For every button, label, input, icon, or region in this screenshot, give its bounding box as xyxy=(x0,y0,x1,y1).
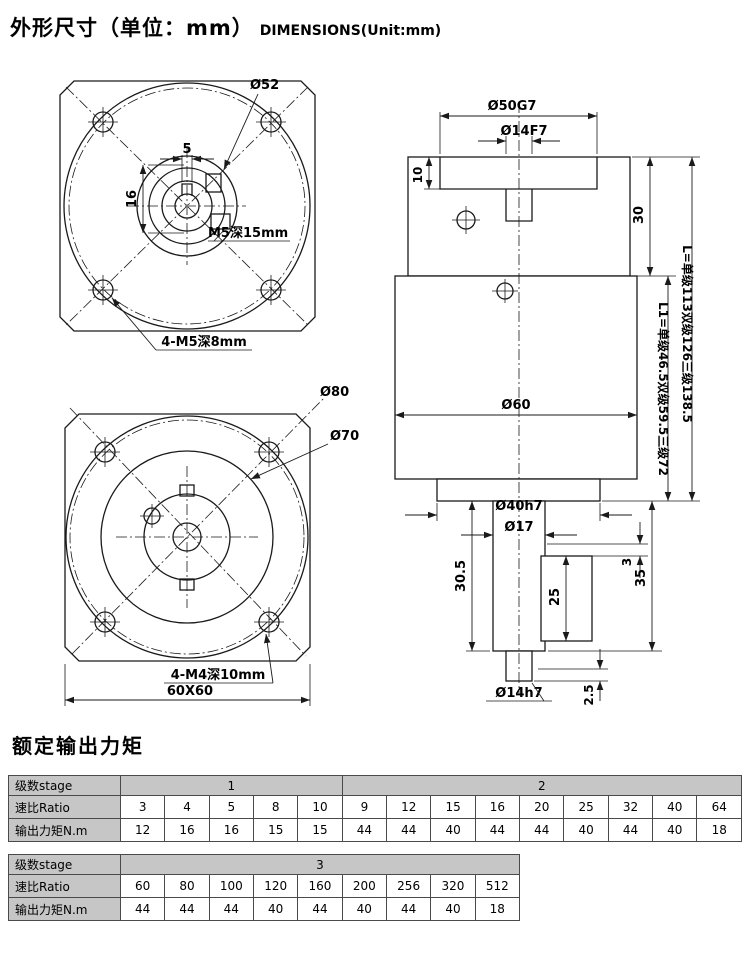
ratio-cell: 4 xyxy=(164,795,210,819)
ratio-row-label: 速比Ratio xyxy=(8,795,121,819)
key-height-label: 16 xyxy=(125,190,140,208)
depth10-label: 10 xyxy=(411,167,425,184)
torque-cell: 15 xyxy=(253,818,299,842)
table-row-torque: 输出力矩N.m 12 16 16 15 15 44 44 40 44 44 40… xyxy=(8,818,742,842)
corner-tap-b-label: 4-M4深10mm xyxy=(171,667,266,683)
torque-row-label: 输出力矩N.m xyxy=(8,897,121,921)
dia14h7-label: Ø14h7 xyxy=(495,686,542,701)
torque-cell: 44 xyxy=(119,897,166,921)
table-row-stage: 级数stage 3 xyxy=(8,854,520,875)
page-title-cn: 外形尺寸（单位：mm） xyxy=(10,16,254,40)
ratio-cell: 5 xyxy=(208,795,255,819)
front-view-bottom: Ø80 Ø70 4-M4深10mm 60X60 xyxy=(64,385,359,706)
ratio-cell: 64 xyxy=(696,795,742,819)
ratio-cell: 10 xyxy=(297,795,343,819)
ratio-cell: 40 xyxy=(652,795,698,819)
dia70-label: Ø70 xyxy=(330,429,359,444)
torque-cell: 40 xyxy=(430,897,476,921)
center-tap-label: M5深15mm xyxy=(208,225,288,241)
dimension-drawing: Ø52 5 16 M5深15mm 4-M5深8mm xyxy=(0,44,750,720)
torque-section-title: 额定输出力矩 xyxy=(12,734,144,758)
torque-cell: 18 xyxy=(696,818,742,842)
square-size-label: 60X60 xyxy=(167,684,213,699)
torque-cell: 44 xyxy=(474,818,521,842)
torque-table-2: 级数stage 3 速比Ratio 60 80 100 120 160 200 … xyxy=(8,854,521,921)
torque-table-1: 级数stage 1 2 速比Ratio 3 4 5 8 10 9 12 15 1… xyxy=(8,775,743,842)
ratio-cell: 60 xyxy=(119,874,166,898)
torque-row-label: 输出力矩N.m xyxy=(8,818,121,842)
torque-cell: 44 xyxy=(607,818,654,842)
torque-cell: 18 xyxy=(474,897,521,921)
total-length-label: L=单级113双级126三级138.5 xyxy=(680,245,695,423)
dia40h7-label: Ø40h7 xyxy=(495,499,542,514)
ratio-cell: 32 xyxy=(607,795,654,819)
page-title-en: DIMENSIONS(Unit:mm) xyxy=(259,23,442,39)
torque-cell: 44 xyxy=(208,897,254,921)
torque-cell: 40 xyxy=(563,818,609,842)
torque-cell: 40 xyxy=(341,897,387,921)
len305-label: 30.5 xyxy=(454,560,469,592)
ratio-cell: 256 xyxy=(385,874,432,898)
key-width-label: 5 xyxy=(182,142,191,157)
dia50g7-label: Ø50G7 xyxy=(488,99,537,114)
ratio-cell: 9 xyxy=(341,795,388,819)
gap3-label: 3 xyxy=(620,558,634,566)
len30-label: 30 xyxy=(632,206,647,224)
ratio-cell: 25 xyxy=(563,795,609,819)
torque-cell: 44 xyxy=(341,818,388,842)
ratio-cell: 512 xyxy=(474,874,521,898)
table-row-stage: 级数stage 1 2 xyxy=(8,775,743,796)
len35-label: 35 xyxy=(634,569,649,587)
ratio-cell: 8 xyxy=(253,795,299,819)
ratio-cell: 120 xyxy=(252,874,299,898)
torque-cell: 16 xyxy=(164,818,210,842)
ratio-cell: 100 xyxy=(208,874,254,898)
front-view-top: Ø52 5 16 M5深15mm 4-M5深8mm xyxy=(59,78,316,351)
torque-cell: 15 xyxy=(297,818,343,842)
stage-row-label: 级数stage xyxy=(8,854,121,875)
dia80-label: Ø80 xyxy=(320,385,349,400)
table-row-ratio: 速比Ratio 60 80 100 120 160 200 256 320 51… xyxy=(8,874,521,898)
ratio-cell: 12 xyxy=(386,795,432,819)
stage-group: 2 xyxy=(341,775,743,796)
dia60-label: Ø60 xyxy=(501,398,530,413)
ratio-cell: 20 xyxy=(519,795,565,819)
drawing-svg: Ø52 5 16 M5深15mm 4-M5深8mm xyxy=(59,78,700,706)
ratio-cell: 15 xyxy=(430,795,476,819)
torque-cell: 40 xyxy=(252,897,299,921)
torque-cell: 40 xyxy=(652,818,698,842)
table-row-torque: 输出力矩N.m 44 44 44 40 44 40 44 40 18 xyxy=(8,897,521,921)
ratio-row-label: 速比Ratio xyxy=(8,874,121,898)
torque-cell: 44 xyxy=(519,818,565,842)
ratio-cell: 80 xyxy=(164,874,210,898)
ratio-cell: 200 xyxy=(341,874,387,898)
torque-cell: 44 xyxy=(164,897,210,921)
stage-group: 1 xyxy=(120,775,343,796)
chamfer25-label: 2.5 xyxy=(582,684,596,705)
torque-cell: 44 xyxy=(297,897,343,921)
dia14f7-label: Ø14F7 xyxy=(500,124,547,139)
side-view: Ø50G7 Ø14F7 10 30 Ø60 Ø40h7 Ø17 30.5 xyxy=(394,99,700,706)
stage-row-label: 级数stage xyxy=(8,775,121,796)
torque-cell: 12 xyxy=(119,818,166,842)
table-row-ratio: 速比Ratio 3 4 5 8 10 9 12 15 16 20 25 32 4… xyxy=(8,795,742,819)
page-header: 外形尺寸（单位：mm） DIMENSIONS(Unit:mm) xyxy=(0,0,750,44)
ratio-cell: 3 xyxy=(119,795,166,819)
torque-cell: 16 xyxy=(208,818,255,842)
ratio-cell: 160 xyxy=(297,874,343,898)
gearbox-length-label: L1=单级46.5双级59.5三级72 xyxy=(656,302,671,476)
corner-tap-label: 4-M5深8mm xyxy=(161,334,247,350)
stage-group: 3 xyxy=(120,854,520,875)
len25-label: 25 xyxy=(548,588,563,606)
torque-cell: 44 xyxy=(386,818,432,842)
torque-cell: 44 xyxy=(385,897,432,921)
dia52-label: Ø52 xyxy=(250,78,279,93)
torque-cell: 40 xyxy=(430,818,476,842)
ratio-cell: 320 xyxy=(430,874,476,898)
ratio-cell: 16 xyxy=(474,795,521,819)
dia17-label: Ø17 xyxy=(504,520,533,535)
